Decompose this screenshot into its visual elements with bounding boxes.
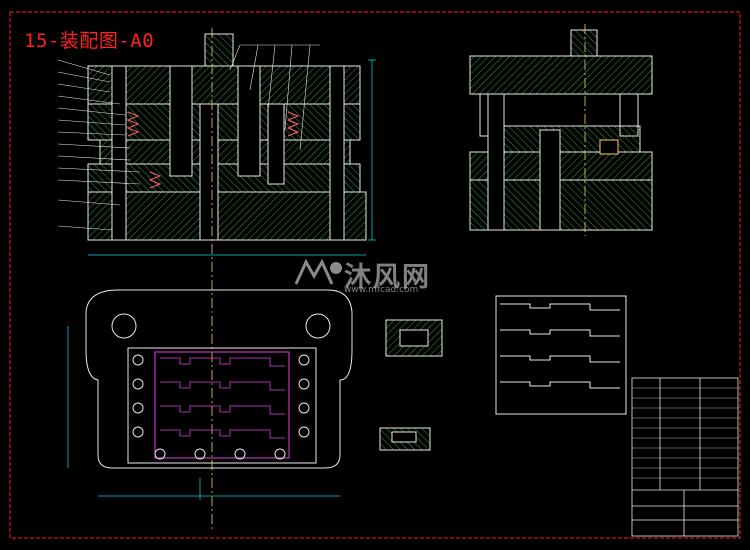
mf-logo-icon bbox=[294, 258, 342, 285]
detail-view-2 bbox=[379, 427, 431, 451]
side-section-view bbox=[469, 29, 653, 231]
dimension-lines bbox=[88, 59, 376, 256]
watermark-brand: 沐风网 bbox=[344, 262, 431, 293]
watermark-url: www.mfcad.com bbox=[344, 285, 419, 295]
leader-lines-left bbox=[57, 59, 141, 231]
drawing-frame bbox=[9, 11, 741, 539]
strip-profile-view bbox=[495, 295, 627, 415]
detail-view-1 bbox=[385, 319, 443, 357]
leader-lines-top bbox=[229, 44, 320, 151]
title-block bbox=[631, 377, 739, 537]
drawing-title: 15-装配图-A0 bbox=[24, 30, 155, 52]
front-section-view bbox=[87, 33, 367, 241]
plan-dimension-lines bbox=[67, 326, 340, 500]
bom-rows bbox=[632, 387, 738, 479]
plan-view bbox=[85, 289, 353, 469]
